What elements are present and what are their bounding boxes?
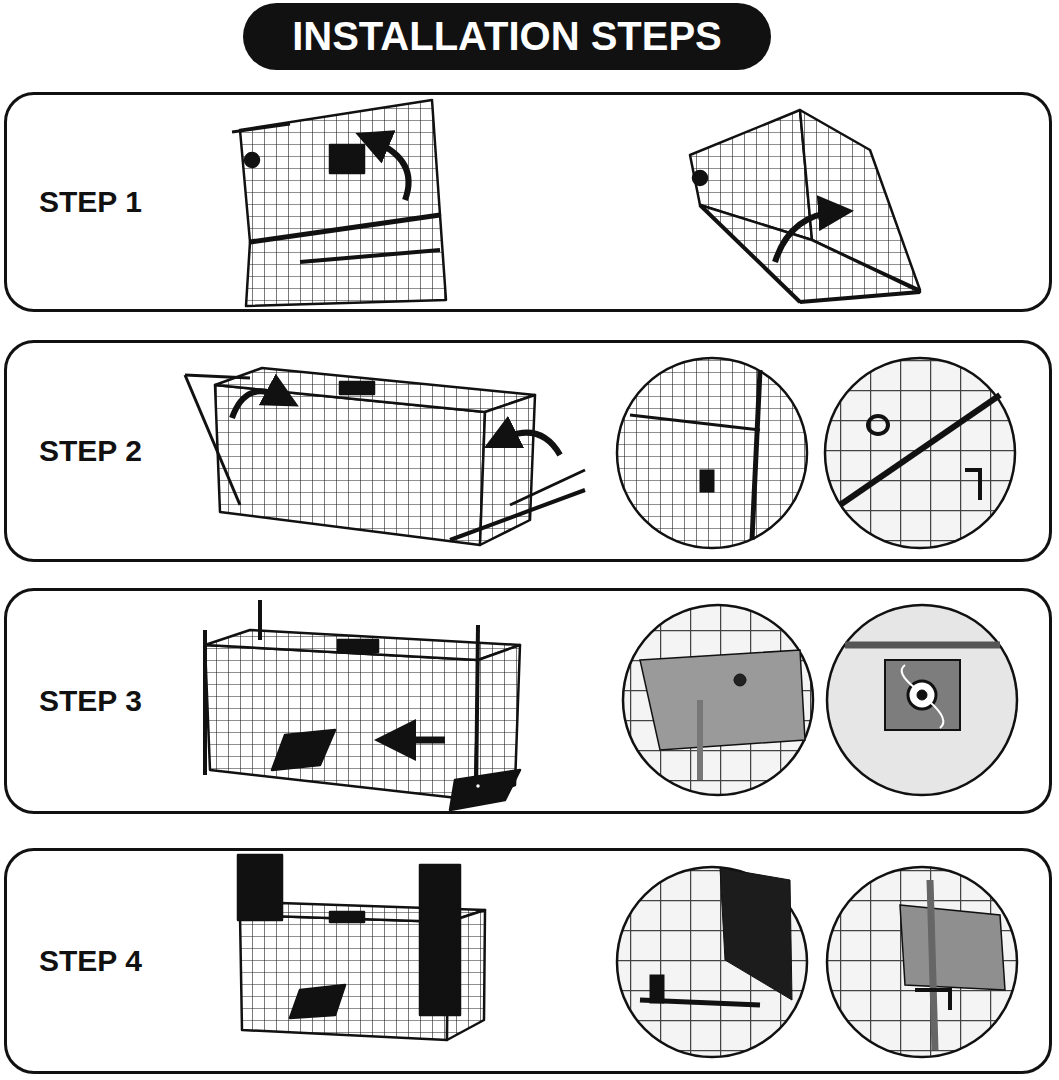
title-pill: INSTALLATION STEPS <box>243 3 771 70</box>
assembled-cage <box>205 600 520 810</box>
detail-circle <box>827 605 1017 795</box>
unfolded-cage <box>185 368 585 545</box>
step-label: STEP 3 <box>39 684 142 718</box>
step-label: STEP 4 <box>39 944 142 978</box>
step-panel: STEP 1 <box>4 92 1052 312</box>
folded-cage <box>232 100 446 306</box>
step-label: STEP 2 <box>39 434 142 468</box>
half-folded-cage <box>690 110 920 302</box>
title-text: INSTALLATION STEPS <box>292 14 722 59</box>
detail-circle <box>617 867 807 1057</box>
step-panel: STEP 4 <box>4 848 1052 1074</box>
step-label: STEP 1 <box>39 185 142 219</box>
step-panel: STEP 2 <box>4 340 1052 562</box>
detail-circle <box>827 867 1017 1057</box>
detail-circle <box>825 358 1015 548</box>
detail-circle <box>617 358 807 548</box>
step-panel: STEP 3 <box>4 588 1052 814</box>
set-cage <box>238 855 485 1040</box>
detail-circle <box>623 605 813 795</box>
